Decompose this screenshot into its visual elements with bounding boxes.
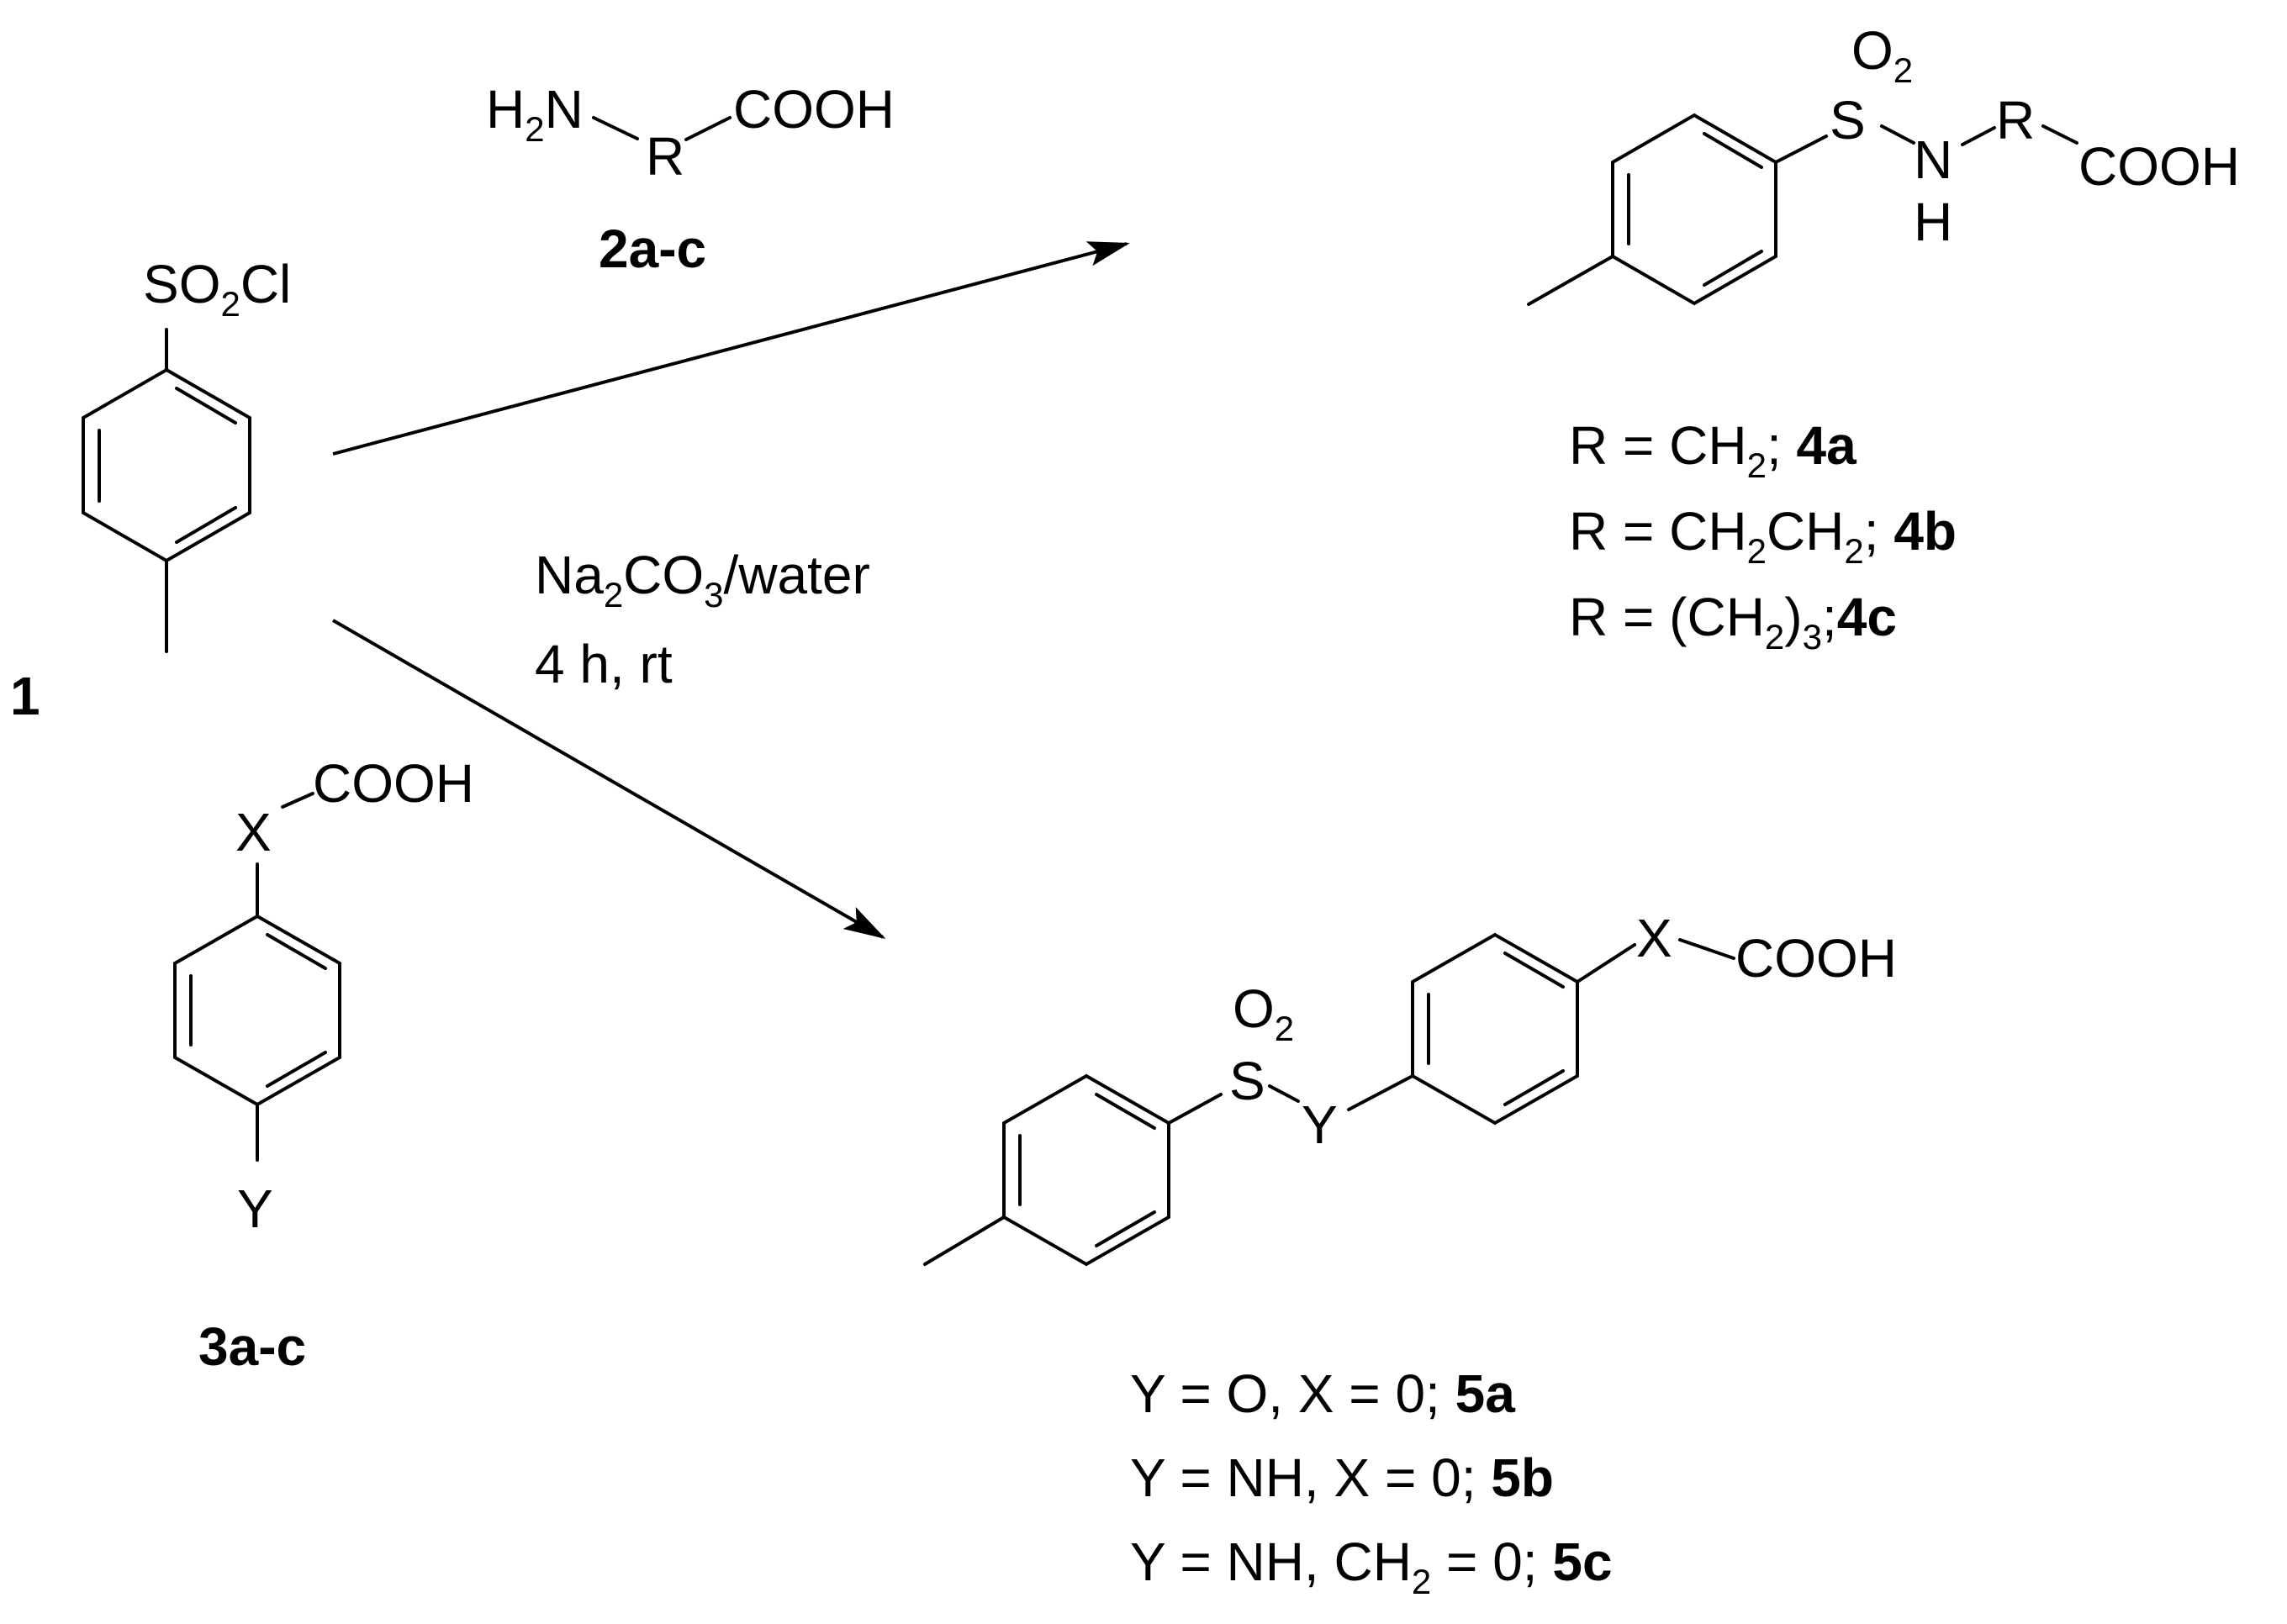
product-4-acid-label: COOH <box>2078 136 2240 197</box>
reaction-arrows <box>332 241 1130 939</box>
compound-2-acid-label: COOH <box>733 79 895 140</box>
product-5-variants: Y = O, X = 0; 5a Y = NH, X = 0; 5b Y = N… <box>1130 1363 1613 1601</box>
product-5-structure: O2 S Y X COOH <box>923 908 1897 1267</box>
conditions-time-temp: 4 h, rt <box>535 634 673 694</box>
product-4-o2-label: O2 <box>1851 20 1913 90</box>
product-4-variant-4c: R = (CH2)3;4c <box>1569 587 1897 656</box>
product-5-variant-5b: Y = NH, X = 0; 5b <box>1130 1447 1554 1508</box>
compound-2-id: 2a-c <box>599 219 706 279</box>
product-4-variant-4b: R = CH2CH2; 4b <box>1569 501 1957 571</box>
compound-2-r-label: R <box>646 126 684 187</box>
product-4-ring <box>1611 113 1777 306</box>
product-4-s-label: S <box>1830 90 1866 150</box>
compound-3-structure: X COOH Y 3a-c <box>173 753 474 1377</box>
product-5-variant-5a: Y = O, X = 0; 5a <box>1130 1363 1515 1424</box>
product-5-aryl-ring <box>1411 932 1579 1126</box>
compound-1-structure: SO2Cl 1 <box>10 254 291 726</box>
compound-1-id: 1 <box>10 666 40 726</box>
product-4-structure: O2 S N H R COOH <box>1527 20 2240 306</box>
compound-3-acid-label: COOH <box>313 753 474 814</box>
product-4-r-label: R <box>1996 90 2035 150</box>
product-5-y-label: Y <box>1302 1094 1338 1155</box>
compound-2-structure: H2N R COOH 2a-c <box>486 79 895 279</box>
so2cl-text: SO <box>143 254 220 314</box>
product-4-variant-4a: R = CH2; 4a <box>1569 415 1857 485</box>
product-5-x-label: X <box>1636 908 1672 968</box>
product-5-o2-label: O2 <box>1233 978 1294 1048</box>
product-4-n-label: N <box>1914 129 1952 190</box>
compound-1-ring <box>82 367 251 563</box>
compound-1-sulfonyl-chloride-label: SO2Cl <box>143 254 291 324</box>
compound-3-y-label: Y <box>237 1178 273 1239</box>
arrow-to-product-4 <box>332 241 1130 456</box>
product-5-variant-5c: Y = NH, CH2 = 0; 5c <box>1130 1532 1613 1601</box>
product-5-acid-label: COOH <box>1735 928 1897 989</box>
reaction-conditions: Na2CO3/water 4 h, rt <box>535 545 870 694</box>
compound-3-x-label: X <box>235 802 272 862</box>
product-5-s-label: S <box>1229 1051 1265 1111</box>
compound-3-ring <box>173 914 341 1107</box>
compound-3-id: 3a-c <box>198 1316 306 1377</box>
compound-2-amine-label: H2N <box>486 79 584 149</box>
product-5-tolyl-ring <box>1002 1073 1170 1267</box>
product-4-variants: R = CH2; 4a R = CH2CH2; 4b R = (CH2)3;4c <box>1569 415 1957 656</box>
conditions-reagent: Na2CO3/water <box>535 545 870 614</box>
product-4-h-label: H <box>1914 192 1952 252</box>
arrow-to-product-5 <box>332 619 886 939</box>
